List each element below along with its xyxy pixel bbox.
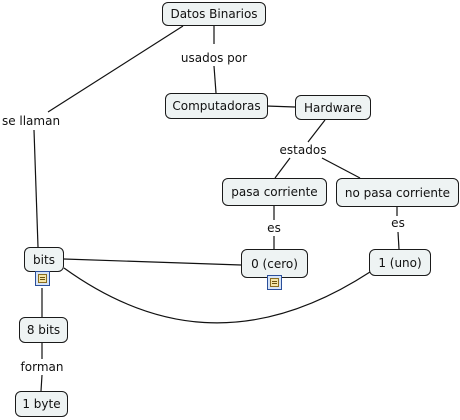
concept-cero[interactable]: 0 (cero) (241, 249, 308, 278)
line-bits-cero (63, 258, 242, 266)
line-es-uno (397, 231, 400, 250)
line-sellaman-bits (33, 129, 39, 248)
document-icon[interactable] (35, 271, 50, 286)
link-es-pasa: es (265, 221, 283, 235)
link-forman: forman (18, 360, 66, 374)
line-computadoras-hardware (265, 105, 296, 108)
link-se-llaman: se llaman (0, 114, 63, 128)
concept-pasa-corriente[interactable]: pasa corriente (222, 178, 327, 206)
line-estados-pasa (274, 157, 291, 179)
line-datos-sellaman (47, 25, 184, 113)
line-bits-uno (63, 267, 371, 324)
concept-datos-binarios[interactable]: Datos Binarios (162, 2, 266, 26)
concept-computadoras[interactable]: Computadoras (165, 93, 268, 119)
line-usados-computadoras (213, 65, 217, 94)
link-usados-por: usados por (178, 51, 250, 65)
link-estados: estados (277, 143, 329, 157)
concept-no-pasa-corriente[interactable]: no pasa corriente (336, 178, 459, 207)
document-icon[interactable] (267, 275, 282, 290)
link-es-nopasa: es (389, 216, 407, 230)
concept-1-byte[interactable]: 1 byte (15, 391, 68, 417)
concept-bits[interactable]: bits (24, 247, 64, 272)
line-estados-nopasa (321, 157, 361, 179)
concept-8-bits[interactable]: 8 bits (19, 317, 68, 343)
concept-hardware[interactable]: Hardware (295, 95, 371, 120)
line-hardware-estados (307, 119, 326, 143)
concept-uno[interactable]: 1 (uno) (369, 249, 431, 276)
line-forman-byte (40, 374, 43, 392)
